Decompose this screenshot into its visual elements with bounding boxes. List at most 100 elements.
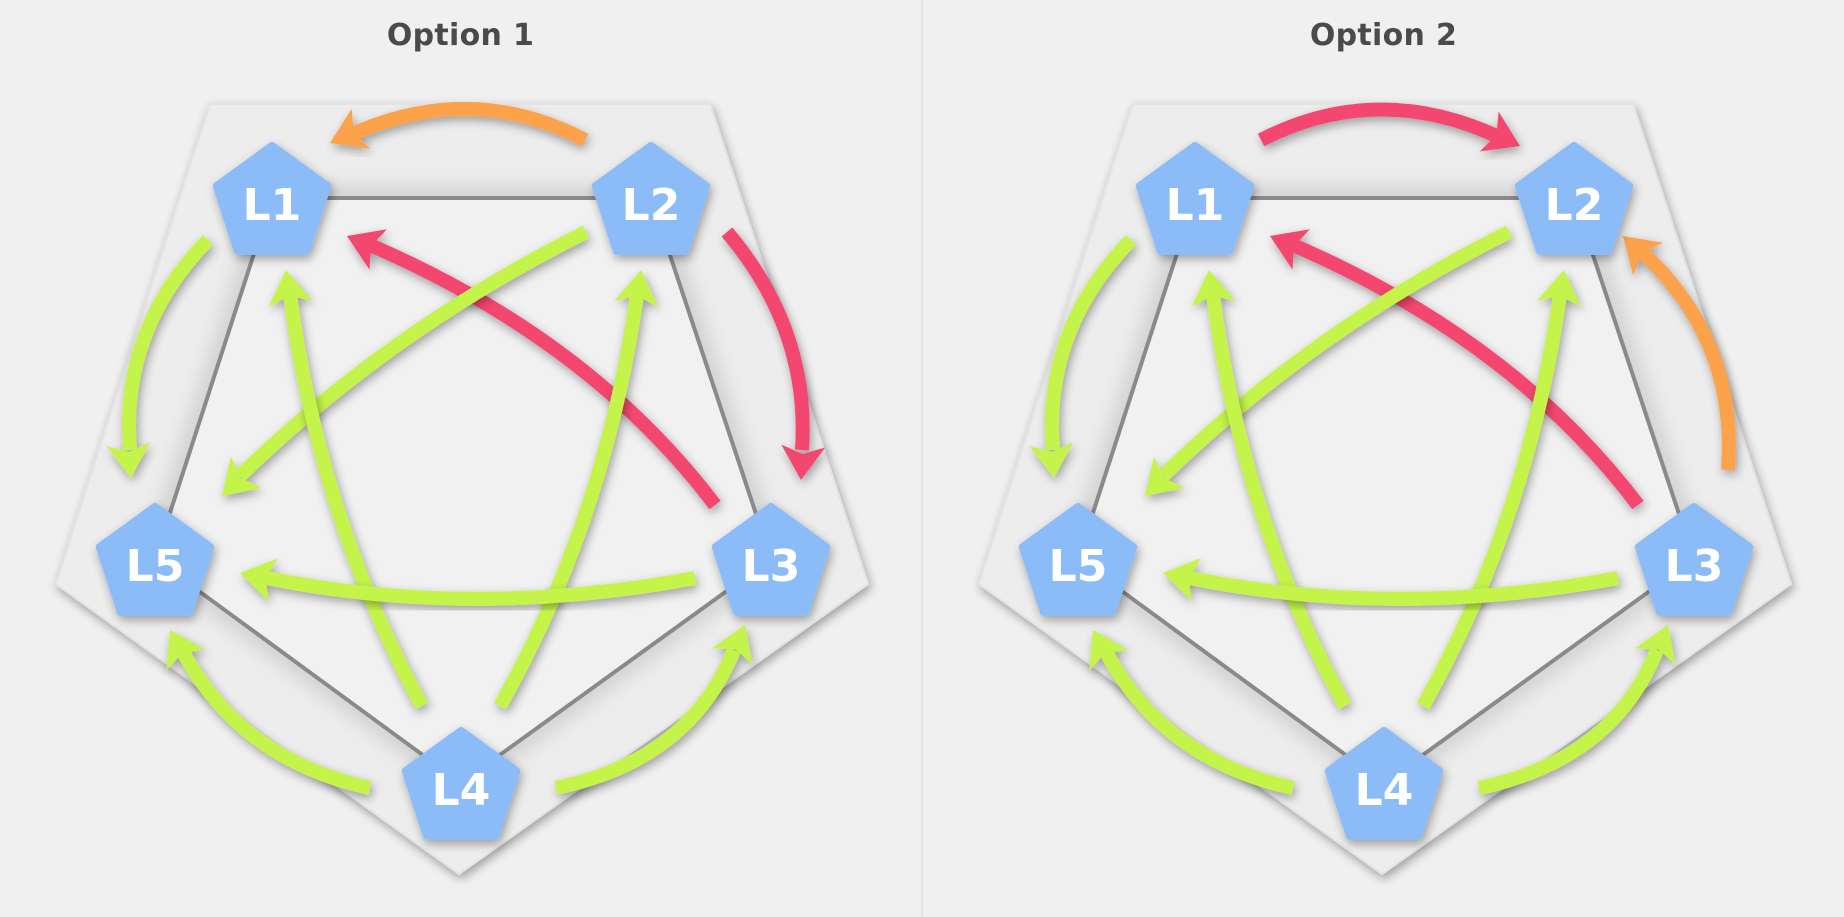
- arrow-head: [1145, 456, 1185, 496]
- node-shape: [1514, 142, 1634, 255]
- arrow-head: [1623, 236, 1663, 276]
- node-l4: L4: [401, 727, 521, 840]
- arrow-head: [711, 625, 753, 665]
- edge-l1-to-l5: [106, 235, 214, 478]
- edge-l4-to-l2: [493, 270, 658, 710]
- edge-line: [1183, 570, 1620, 606]
- edge-l4-to-l1: [1191, 270, 1352, 710]
- node-l5: L5: [1018, 503, 1138, 616]
- arrow-head: [614, 270, 658, 307]
- arrow-head: [1479, 111, 1520, 152]
- edge-l3-to-l5: [240, 558, 697, 606]
- node-label: L5: [1049, 541, 1108, 592]
- arrow-head: [166, 630, 206, 671]
- panel-title: Option 1: [386, 18, 535, 53]
- edge-line: [1257, 102, 1504, 147]
- edge-line: [1635, 244, 1736, 471]
- node-label: L4: [432, 765, 491, 816]
- edge-line: [1045, 235, 1137, 451]
- arrow-head: [1089, 630, 1129, 671]
- arrow-head: [106, 442, 151, 478]
- node-label: L5: [126, 541, 185, 592]
- arrow-head: [347, 229, 387, 270]
- node-label: L2: [1545, 180, 1604, 231]
- arrow-head: [1270, 229, 1310, 270]
- arrow-head: [1634, 625, 1676, 665]
- node-shape: [1324, 727, 1444, 840]
- edge-line: [554, 647, 741, 795]
- arrow-head: [781, 444, 826, 480]
- edge-line: [367, 238, 721, 510]
- node-shape: [212, 142, 332, 255]
- arrow-head: [268, 270, 313, 307]
- arrow-head: [240, 558, 278, 602]
- node-l2: L2: [1514, 142, 1634, 255]
- arrow-head: [1191, 270, 1236, 307]
- edge-line: [260, 570, 697, 606]
- node-label: L2: [622, 180, 681, 231]
- node-shape: [1634, 503, 1754, 616]
- edge-line: [345, 102, 589, 147]
- edge-l3-to-l1: [347, 229, 721, 510]
- panel-divider: [921, 0, 923, 917]
- node-l2: L2: [591, 142, 711, 255]
- node-label: L4: [1355, 765, 1414, 816]
- arrow-head: [1537, 270, 1581, 307]
- arrow-head: [222, 456, 262, 496]
- arrow-head: [1029, 442, 1074, 478]
- edge-l3-to-l5: [1163, 558, 1620, 606]
- edge-l4-to-l5: [1089, 630, 1295, 795]
- edge-line: [493, 294, 644, 710]
- edge-l4-to-l1: [268, 270, 429, 710]
- edge-l4-to-l5: [166, 630, 372, 795]
- edge-line: [235, 225, 590, 482]
- edge-l3-to-l2: [1623, 236, 1736, 471]
- node-shape: [591, 142, 711, 255]
- edge-l4-to-l3: [554, 625, 753, 795]
- edge-l1-to-l5: [1029, 235, 1137, 478]
- edge-l1-to-l2: [1257, 102, 1520, 152]
- node-label: L1: [243, 180, 302, 231]
- node-l3: L3: [711, 503, 831, 616]
- edge-line: [122, 235, 214, 451]
- edges: [106, 102, 826, 795]
- node-label: L3: [1665, 541, 1724, 592]
- edge-line: [1290, 238, 1644, 510]
- edge-l4-to-l2: [1416, 270, 1581, 710]
- edge-l2-to-l5: [222, 225, 590, 496]
- node-shape: [1135, 142, 1255, 255]
- edge-l4-to-l3: [1477, 625, 1676, 795]
- node-label: L3: [742, 541, 801, 592]
- edge-l2-to-l5: [1145, 225, 1513, 496]
- node-l1: L1: [212, 142, 332, 255]
- node-shape: [1018, 503, 1138, 616]
- edge-l2-to-l1: [330, 102, 589, 149]
- edge-l2-to-l3: [721, 227, 826, 480]
- node-shape: [711, 503, 831, 616]
- edge-line: [1098, 646, 1295, 795]
- node-shape: [95, 503, 215, 616]
- inner-pentagon: [1076, 196, 1696, 785]
- arrow-head: [330, 108, 371, 149]
- node-label: L1: [1166, 180, 1225, 231]
- edge-line: [1158, 225, 1513, 482]
- edges: [1029, 102, 1736, 795]
- node-l3: L3: [1634, 503, 1754, 616]
- arrow-head: [1163, 558, 1201, 602]
- edge-l3-to-l1: [1270, 229, 1644, 510]
- edge-line: [1206, 294, 1352, 710]
- panel-title: Option 2: [1309, 18, 1458, 53]
- edge-line: [175, 646, 372, 795]
- node-shape: [401, 727, 521, 840]
- edge-line: [1416, 294, 1567, 710]
- edge-line: [721, 227, 810, 451]
- node-l5: L5: [95, 503, 215, 616]
- edge-line: [283, 294, 429, 710]
- node-l1: L1: [1135, 142, 1255, 255]
